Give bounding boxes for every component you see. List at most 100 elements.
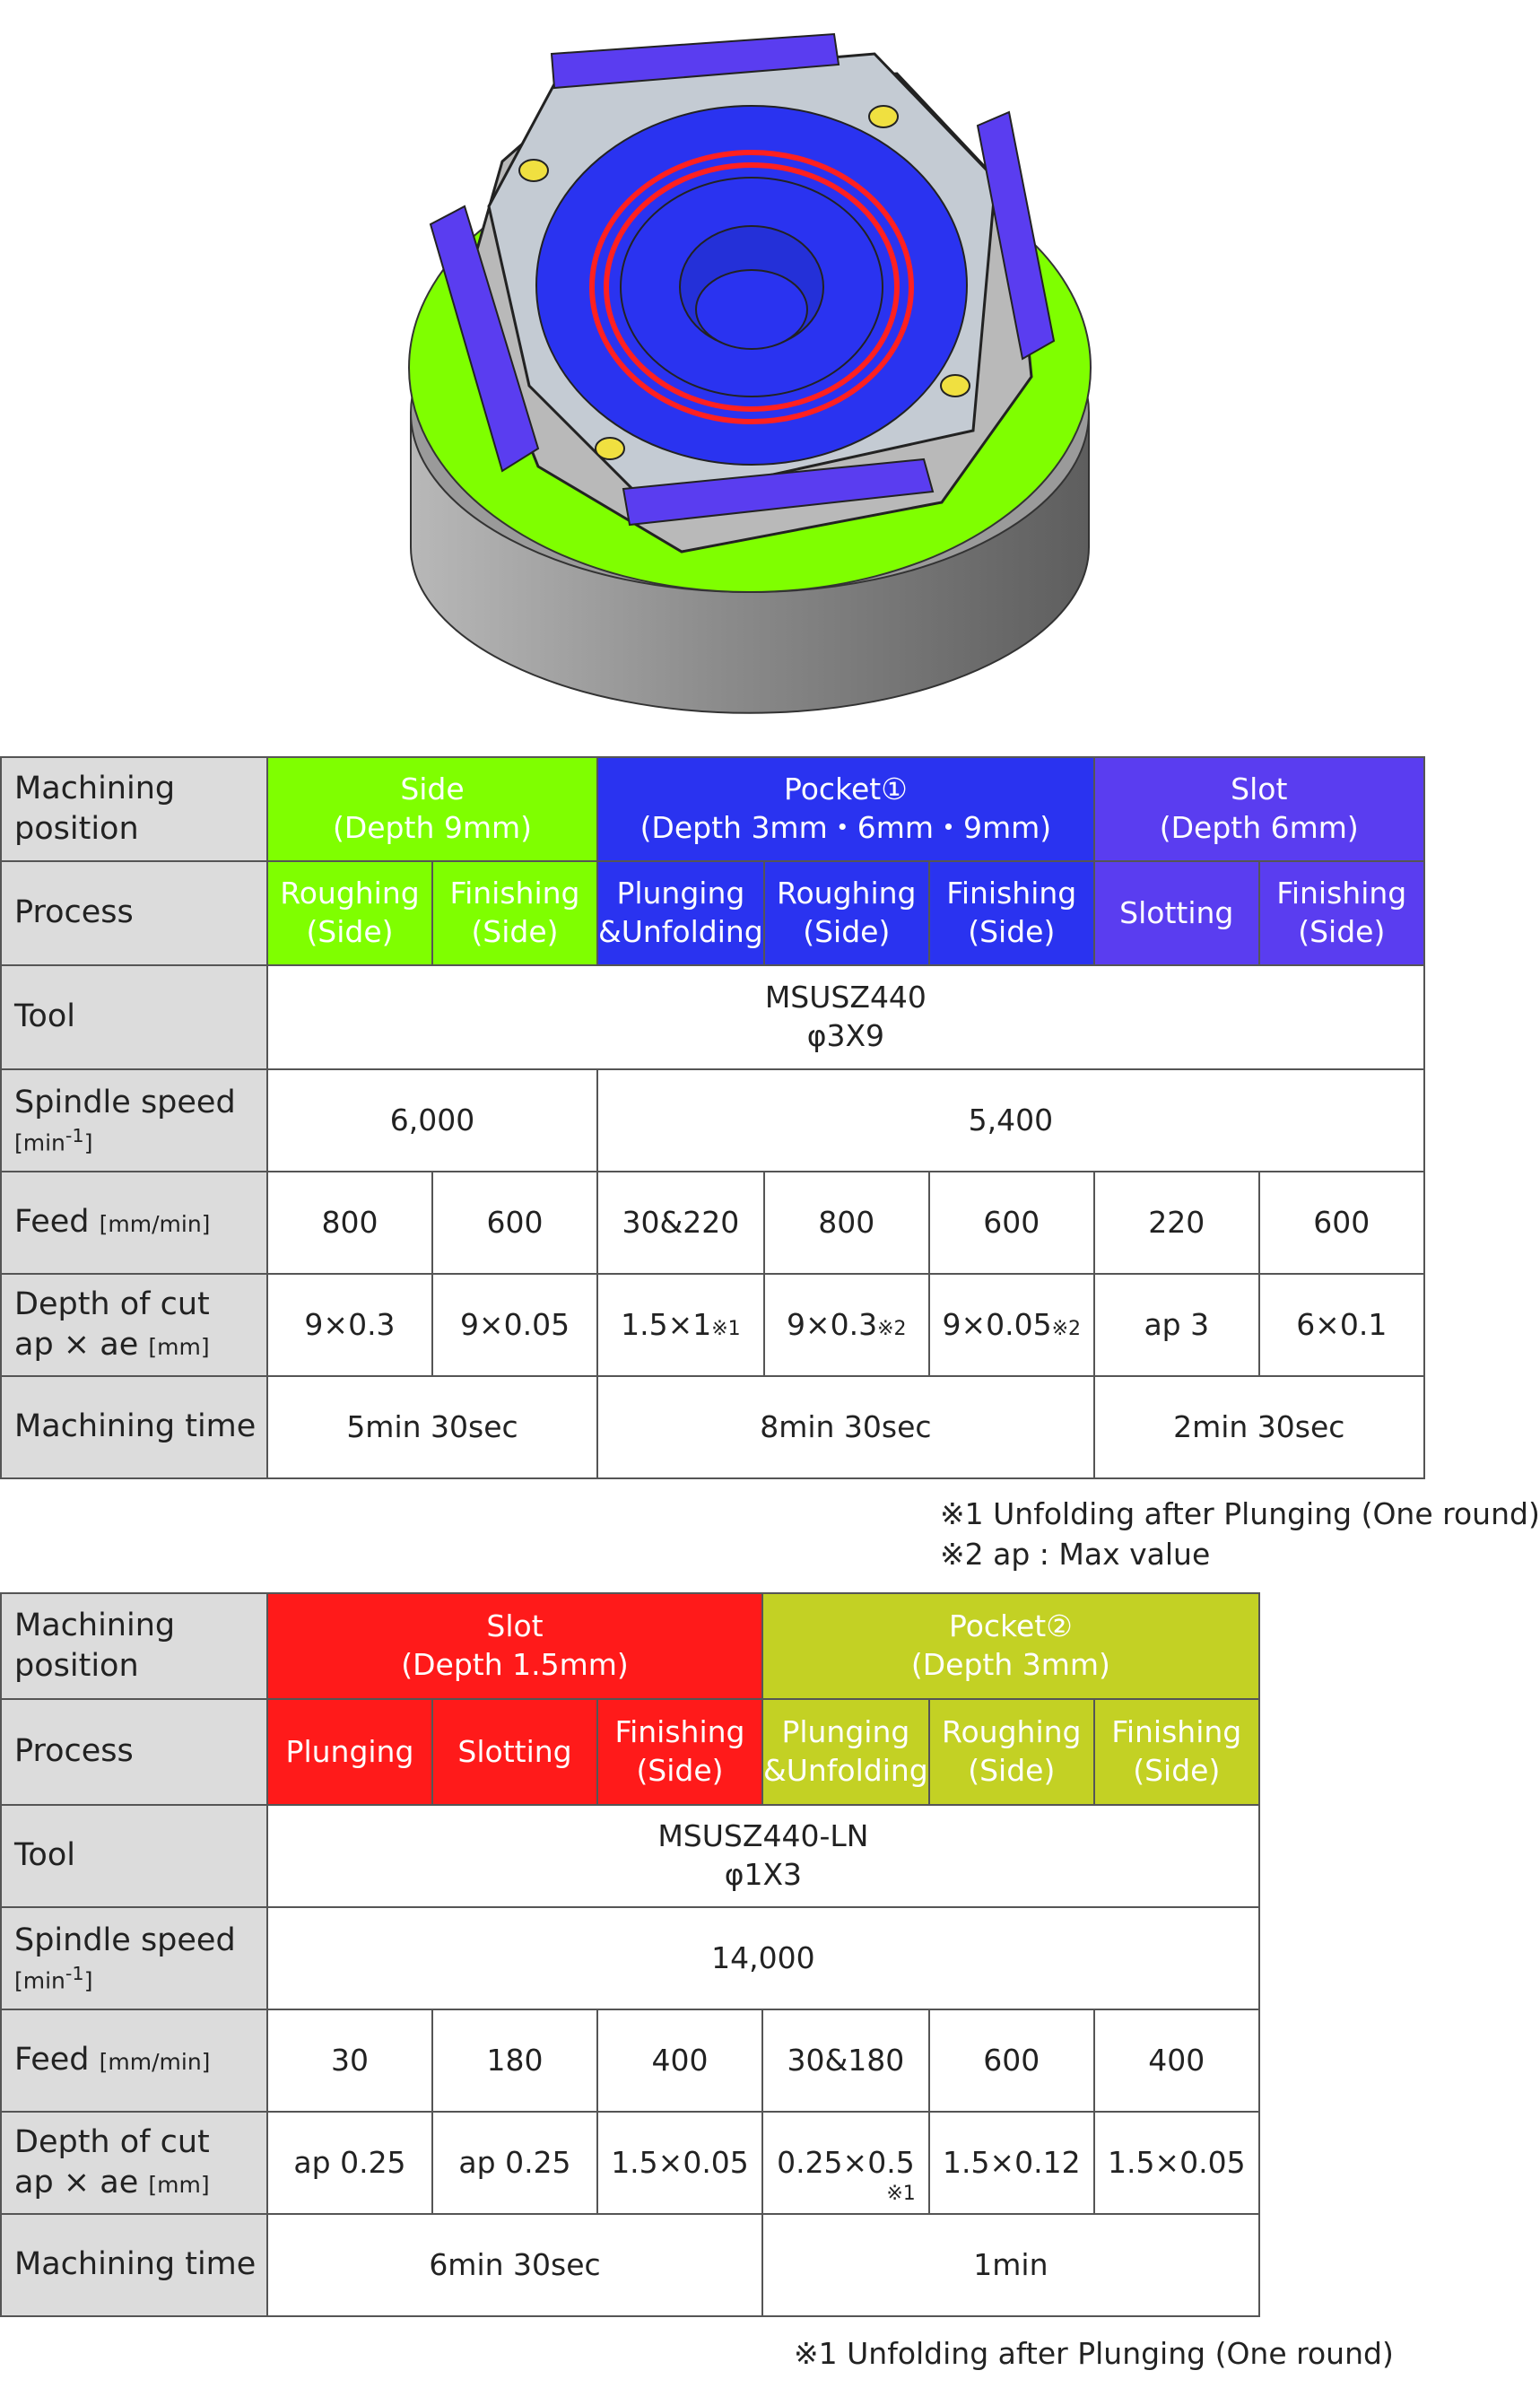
label-line: position <box>14 1648 139 1684</box>
row-label-tool: Tool <box>0 1804 268 1908</box>
process-cell: Finishing(Side) <box>431 860 598 966</box>
process-line: (Side) <box>471 914 559 949</box>
depth-cell: 9×0.3※2 <box>762 1273 930 1377</box>
group-slot: Slot (Depth 1.5mm) <box>266 1592 763 1700</box>
label-line: Spindle speed <box>14 1922 236 1959</box>
machining-position-row: Machining position Side (Depth 9mm) Pock… <box>0 756 1425 862</box>
process-row: Process Roughing(Side) Finishing(Side) P… <box>0 860 1425 966</box>
label-line: Depth of cut <box>14 1286 210 1322</box>
group-detail: (Depth 3mm・6mm・9mm) <box>639 810 1052 845</box>
spindle-cell: 14,000 <box>266 1906 1260 2010</box>
tool-row: Tool MSUSZ440-LN φ1X3 <box>0 1804 1260 1908</box>
process-line: (Side) <box>1298 914 1386 949</box>
footnote-mark: ※2 <box>877 1317 907 1340</box>
group-name: Pocket① <box>783 771 908 807</box>
depth-cell: ap 0.25 <box>266 2111 433 2215</box>
row-label-position: Machining position <box>0 1592 268 1700</box>
process-line: Slotting <box>457 1733 572 1769</box>
process-line: (Side) <box>968 1753 1056 1788</box>
label-text: Feed <box>14 1204 90 1241</box>
depth-row: Depth of cut ap × ae [mm] 9×0.3 9×0.05 1… <box>0 1273 1425 1377</box>
process-line: Roughing <box>777 876 917 911</box>
label-line: ap × ae [mm] <box>14 1325 266 1366</box>
label-line: position <box>14 811 139 847</box>
group-slot: Slot (Depth 6mm) <box>1092 756 1425 862</box>
group-name: Slot <box>486 1608 544 1644</box>
depth-value: 9×0.3 <box>304 1306 396 1342</box>
group-detail: (Depth 9mm) <box>332 810 533 845</box>
process-line: Plunging <box>285 1733 414 1769</box>
depth-cell: 9×0.05※2 <box>927 1273 1095 1377</box>
footnote-mark: ※1 <box>886 2183 916 2206</box>
label-sub: ap × ae <box>14 1327 139 1363</box>
feed-cell: 180 <box>431 2009 598 2113</box>
tool-row: Tool MSUSZ440 φ3X9 <box>0 964 1425 1070</box>
process-cell: Plunging&Unfolding <box>596 860 765 966</box>
spindle-cell: 5,400 <box>596 1068 1425 1172</box>
row-label-process: Process <box>0 860 268 966</box>
process-row: Process Plunging Slotting Finishing(Side… <box>0 1698 1260 1806</box>
feed-cell: 30&220 <box>596 1171 765 1275</box>
feed-cell: 220 <box>1092 1171 1260 1275</box>
process-cell: Roughing(Side) <box>927 1698 1095 1806</box>
unit-text: ] <box>83 1129 93 1156</box>
tool-cell: MSUSZ440 φ3X9 <box>266 964 1425 1070</box>
group-name: Slot <box>1231 771 1288 807</box>
feed-cell: 400 <box>1092 2009 1260 2113</box>
process-line: (Side) <box>968 914 1056 949</box>
label-text: Feed <box>14 2042 90 2079</box>
process-line: Finishing <box>1276 876 1407 911</box>
time-cell: 5min 30sec <box>266 1375 598 1479</box>
footnote-1: ※1 Unfolding after Plunging (One round) <box>940 1496 1540 1531</box>
unit-label: [min-1] <box>14 1124 266 1158</box>
process-line: Finishing <box>946 876 1077 911</box>
process-cell: Roughing(Side) <box>266 860 433 966</box>
process-line: Roughing <box>280 876 420 911</box>
row-label-position: Machining position <box>0 756 268 862</box>
cutting-conditions-table-1: Machining position Side (Depth 9mm) Pock… <box>0 756 1425 1479</box>
unit-label: [mm/min] <box>99 1211 211 1238</box>
row-label-depth: Depth of cut ap × ae [mm] <box>0 2111 268 2215</box>
group-name: Side <box>400 771 465 807</box>
feed-cell: 800 <box>266 1171 433 1275</box>
feed-cell: 600 <box>1257 1171 1425 1275</box>
depth-cell: 1.5×1※1 <box>596 1273 765 1377</box>
label-line: Depth of cut <box>14 2123 210 2160</box>
row-label-spindle: Spindle speed [min-1] <box>0 1068 268 1172</box>
depth-value: 9×0.3 <box>786 1306 878 1342</box>
depth-cell: ap 0.25 <box>431 2111 598 2215</box>
unit-label: [mm] <box>148 1334 210 1360</box>
feed-cell: 800 <box>762 1171 930 1275</box>
unit-text: [min <box>14 1967 65 1994</box>
tool-size: φ1X3 <box>724 1857 803 1892</box>
depth-value: 9×0.05 <box>942 1306 1052 1342</box>
feed-cell: 600 <box>927 1171 1095 1275</box>
label-line: Machining <box>14 1607 176 1643</box>
unit-sup: -1 <box>65 1962 84 1984</box>
process-line: (Side) <box>306 914 394 949</box>
group-detail: (Depth 1.5mm) <box>401 1647 629 1682</box>
depth-value: 1.5×1 <box>621 1306 712 1342</box>
tool-size: φ3X9 <box>806 1018 885 1053</box>
depth-value: ap 3 <box>1144 1306 1210 1342</box>
process-line: Plunging <box>781 1714 910 1750</box>
process-line: Finishing <box>614 1714 745 1750</box>
process-line: (Side) <box>803 914 891 949</box>
depth-cell: 1.5×0.12 <box>927 2111 1095 2215</box>
depth-cell: 1.5×0.05 <box>596 2111 763 2215</box>
feed-cell: 600 <box>927 2009 1095 2113</box>
process-line: &Unfolding <box>598 914 763 949</box>
group-detail: (Depth 6mm) <box>1159 810 1359 845</box>
footnote-mark: ※1 <box>711 1317 741 1340</box>
feed-cell: 30 <box>266 2009 433 2113</box>
feed-row: Feed [mm/min] 30 180 400 30&180 600 400 <box>0 2009 1260 2113</box>
row-label-feed: Feed [mm/min] <box>0 1171 268 1275</box>
process-line: Finishing <box>449 876 580 911</box>
group-side: Side (Depth 9mm) <box>266 756 598 862</box>
group-pocket-2: Pocket② (Depth 3mm) <box>761 1592 1260 1700</box>
unit-label: [mm/min] <box>99 2049 211 2076</box>
label-sub: ap × ae <box>14 2165 139 2201</box>
depth-cell: 9×0.3 <box>266 1273 433 1377</box>
unit-text: [min <box>14 1129 65 1156</box>
process-line: &Unfolding <box>763 1753 928 1788</box>
